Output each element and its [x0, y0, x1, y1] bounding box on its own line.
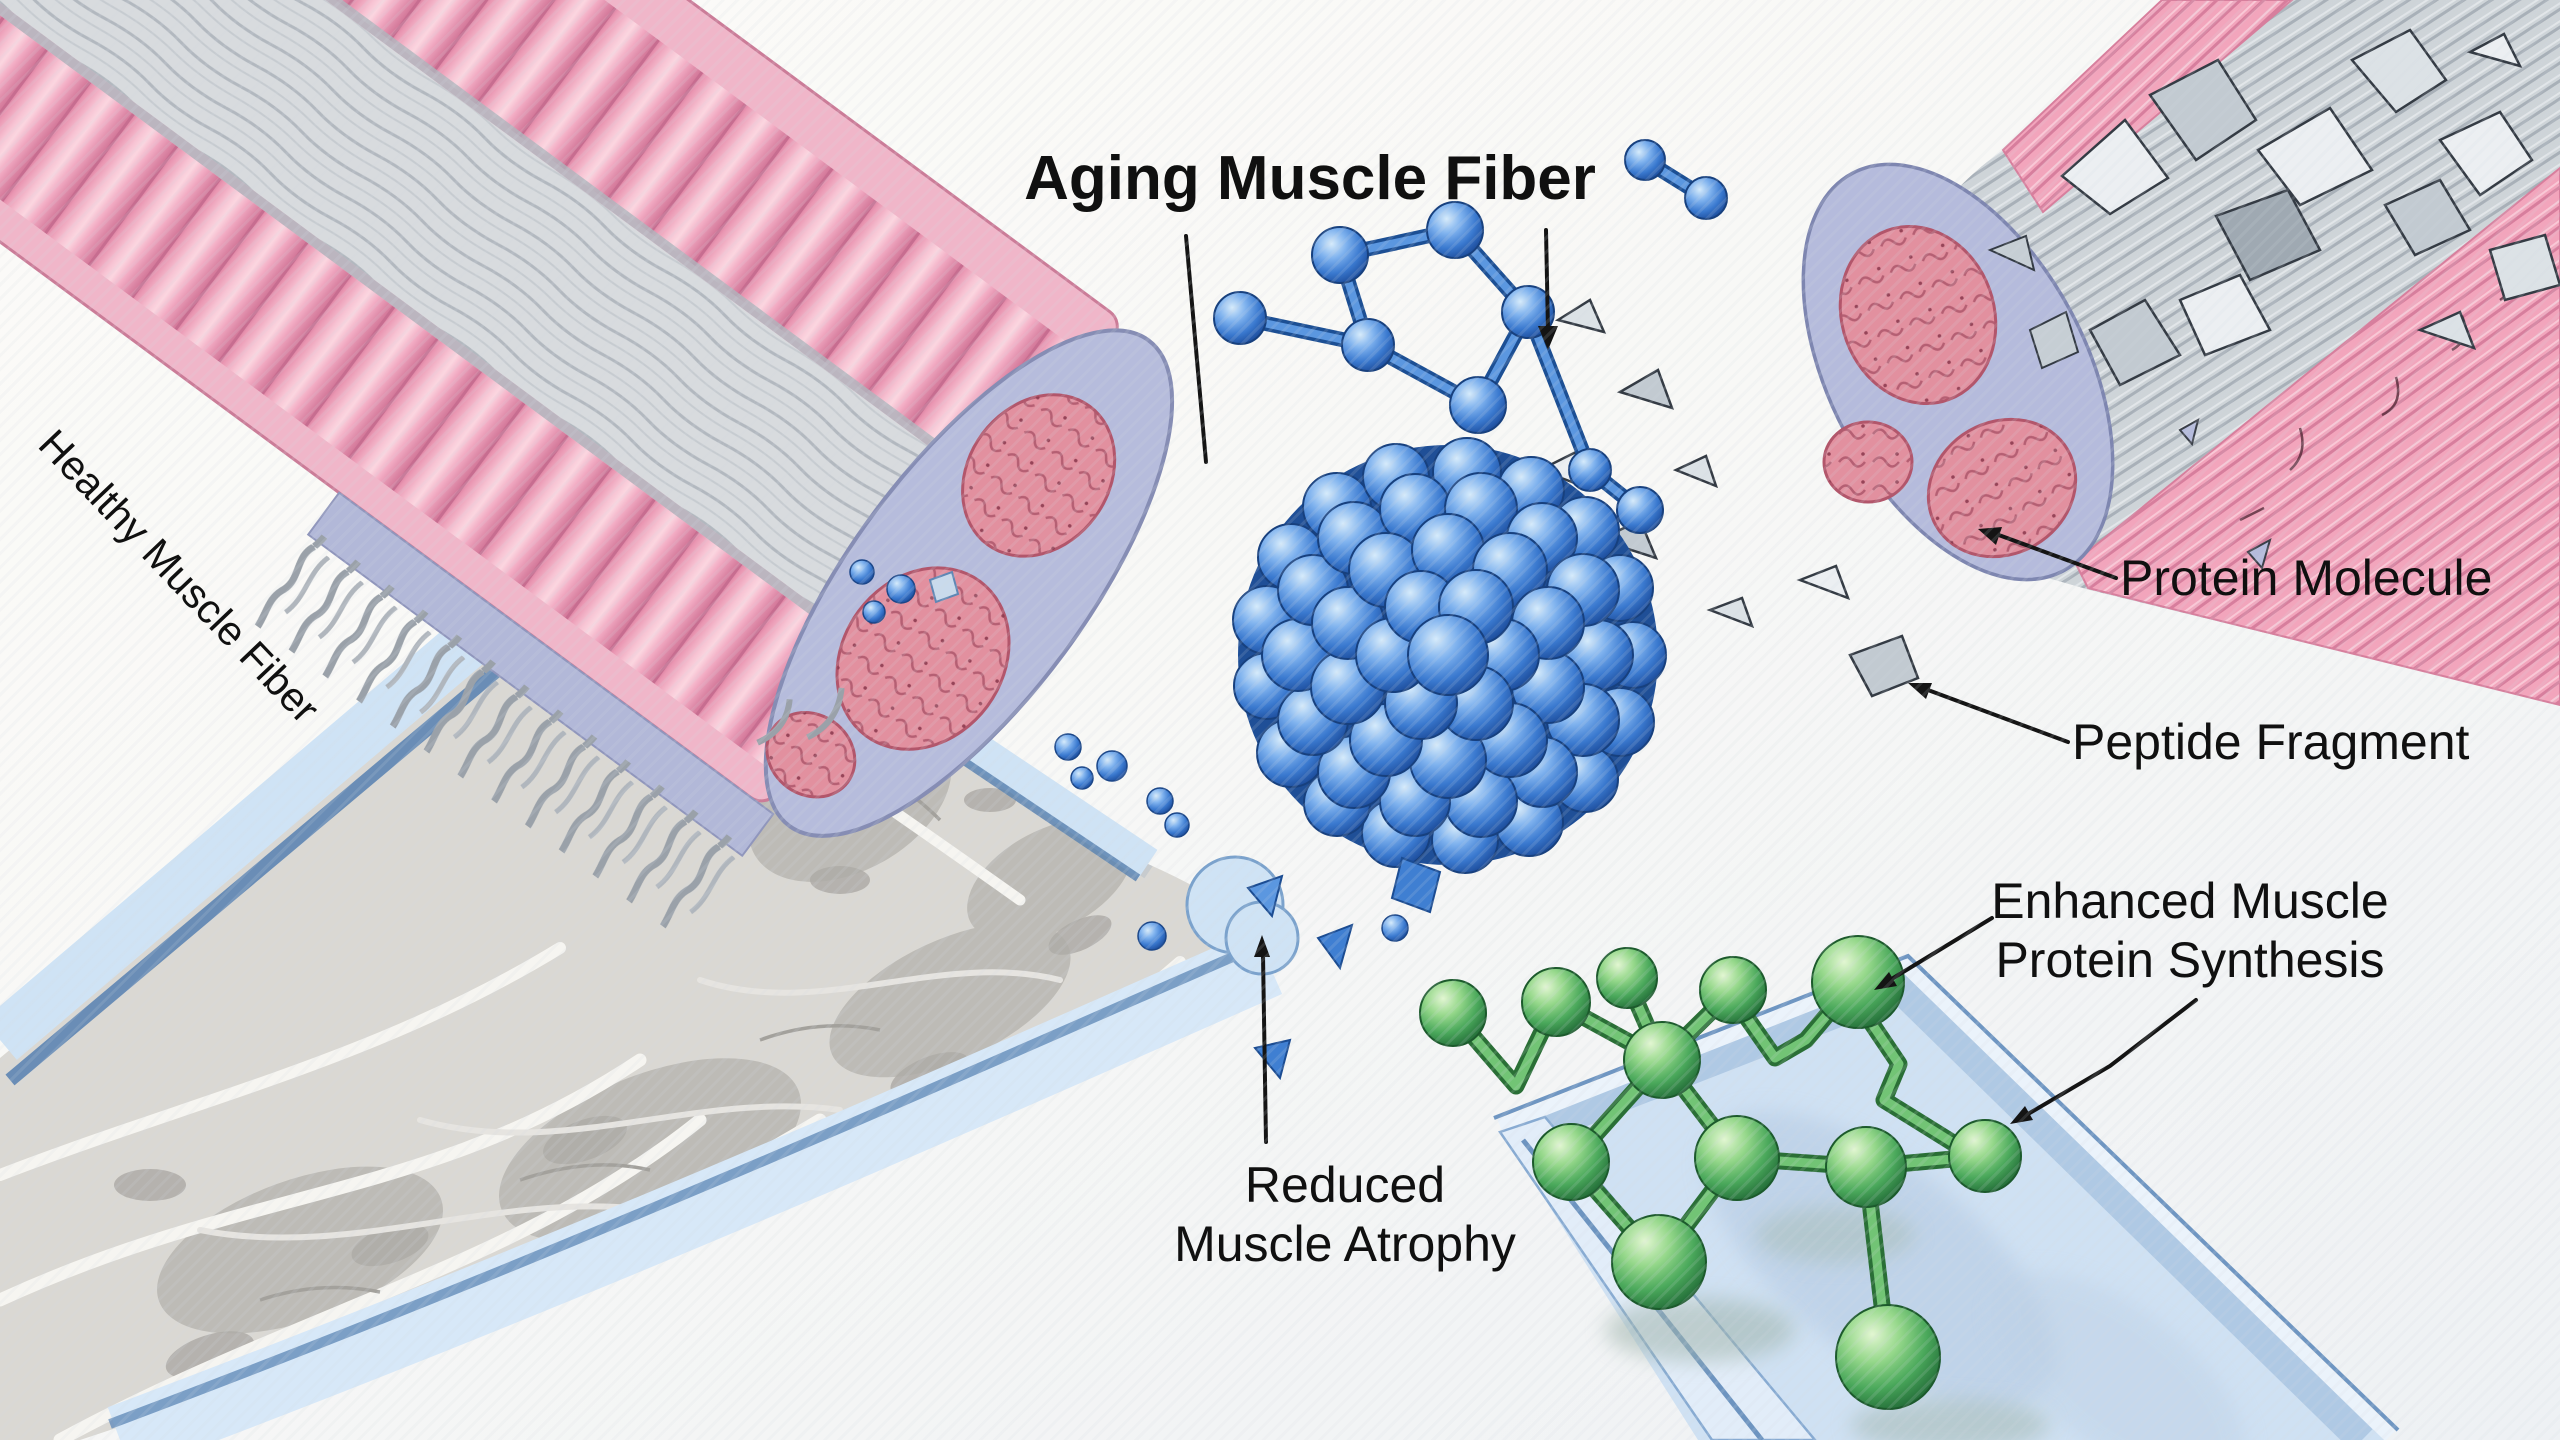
label-enhanced-synthesis: Enhanced Muscle Protein Synthesis [1991, 872, 2388, 990]
arrow-enhanced-1 [1888, 916, 1994, 982]
synthesis-channel [1493, 953, 2400, 1440]
myofibril-fringe [246, 528, 748, 940]
label-reduced-atrophy: Reduced Muscle Atrophy [1174, 1156, 1516, 1274]
healthy-muscle-fiber-illustration [0, 0, 1175, 940]
arrow-peptide-fragment [1926, 688, 2070, 744]
green-amino-acid-chain [1419, 935, 2022, 1410]
label-peptide-fragment: Peptide Fragment [2072, 714, 2470, 770]
label-reduced-line2: Muscle Atrophy [1174, 1216, 1516, 1272]
label-reduced-line1: Reduced [1244, 1157, 1446, 1213]
leader-lines [1184, 228, 2198, 1144]
arrow-protein-molecule [1994, 532, 2118, 580]
arrow-reduced [1261, 953, 1268, 1144]
arrow-enhanced-2 [2026, 998, 2198, 1116]
label-enhanced-line2: Protein Synthesis [1995, 932, 2385, 988]
page-title: Aging Muscle Fiber [1024, 144, 1596, 213]
arrow-title-to-molecule [1544, 228, 1550, 332]
label-protein-molecule: Protein Molecule [2120, 550, 2493, 606]
globular-protein-cluster [1232, 437, 1667, 874]
peptide-fragments [1536, 28, 2560, 698]
escaping-protein-spheres [849, 559, 1190, 838]
upper-pink-band [2001, 0, 2294, 214]
tube-lower-wall [107, 929, 1283, 1440]
leader-title-to-fiber [1184, 234, 1208, 464]
lower-pink-band [2073, 166, 2560, 707]
protein-molecule-ball-stick [1213, 139, 1728, 534]
blue-peptide-bits [1137, 856, 1442, 1081]
label-enhanced-line1: Enhanced Muscle [1991, 873, 2389, 929]
aging-muscle-fiber-illustration [1801, 0, 2560, 707]
